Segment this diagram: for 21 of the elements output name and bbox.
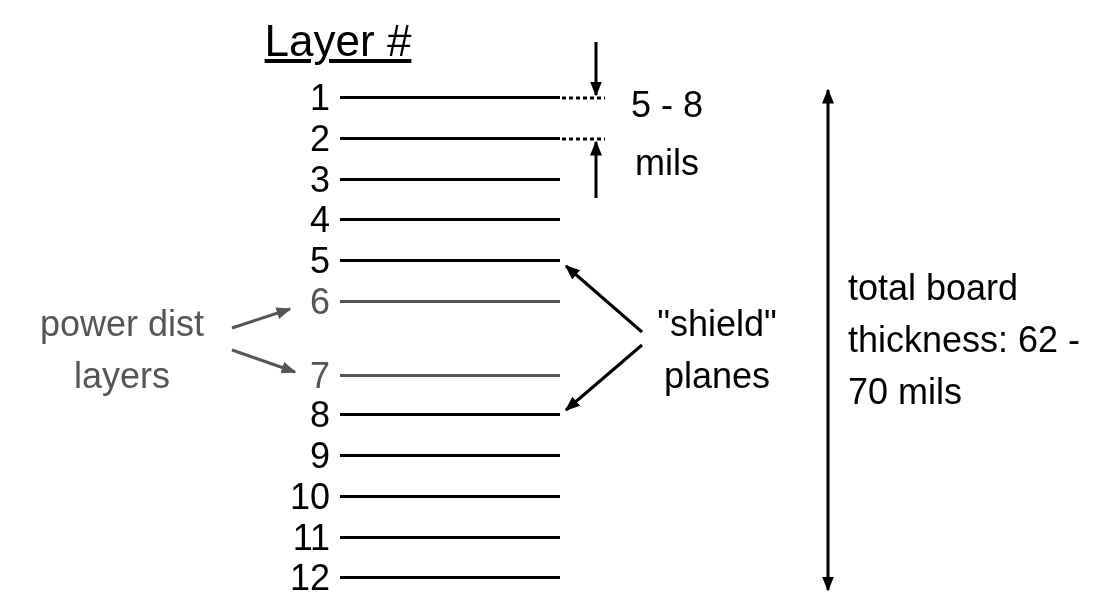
layer-number: 6 [309, 284, 330, 320]
arrow [231, 307, 292, 330]
dimension-label: 5 - 8 mils [629, 83, 704, 185]
layer-number: 2 [309, 121, 330, 157]
note-text: "shield" planes [656, 302, 778, 398]
layer-number: 10 [289, 479, 330, 515]
layer-number: 3 [309, 162, 330, 198]
dimension-label: total board thickness: 62 - 70 mils [848, 266, 1082, 414]
note-text: power dist layers [38, 302, 206, 398]
layer-number: 1 [309, 80, 330, 116]
layer-number: 11 [292, 520, 330, 556]
layer-number: 7 [309, 358, 330, 394]
arrow [564, 343, 643, 412]
layer-number: 4 [309, 202, 330, 238]
arrow [564, 264, 643, 334]
arrow [231, 348, 297, 374]
heading: Layer # [263, 16, 413, 66]
layer-number: 12 [289, 560, 330, 596]
layer-number: 5 [309, 243, 330, 279]
layer-number: 8 [309, 397, 330, 433]
layer-number: 9 [309, 438, 330, 474]
